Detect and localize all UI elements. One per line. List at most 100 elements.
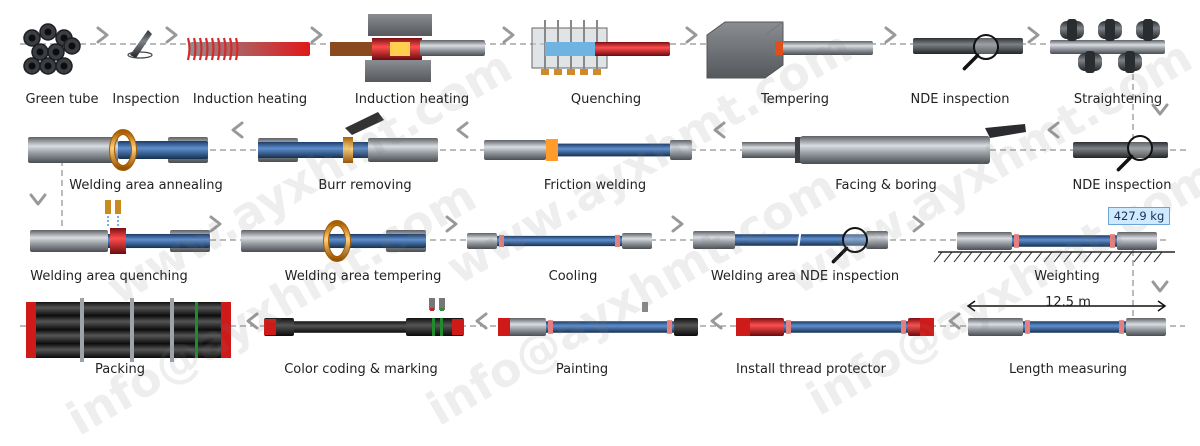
marking-protector-right (452, 319, 464, 335)
step-label-nde-inspection-2: NDE inspection (1072, 178, 1172, 193)
step-label-friction-welding: Friction welding (543, 178, 647, 193)
boring-bar (742, 142, 807, 158)
quench-hot-tube (590, 42, 670, 56)
packed-pipe (26, 302, 231, 316)
packed-pipe-color-band (195, 330, 198, 344)
weight-readout: 427.9 kg (1108, 207, 1170, 225)
flow-arrow-row3 (445, 215, 458, 233)
quench-cooled-section (545, 42, 595, 56)
weighing-pipe-right-joint (1117, 232, 1157, 250)
quench-weld-body (108, 234, 210, 248)
scale-hatch (1103, 251, 1113, 263)
flow-arrow-row1 (884, 26, 897, 44)
packed-pipe (26, 316, 231, 330)
marking-protector-left (264, 319, 276, 335)
nde-magnifier-2 (1127, 135, 1153, 161)
scale-hatch (1133, 251, 1143, 263)
green-tube-bore (44, 62, 52, 70)
packed-pipe-color-band (195, 302, 198, 316)
thread-protector-left (736, 318, 750, 336)
green-tube-bore (28, 62, 36, 70)
burr-pipe-body (258, 142, 368, 158)
annealing-pipe-left-joint (28, 137, 118, 163)
packed-pipe-protector-right (221, 330, 231, 344)
scale-hatch (953, 251, 963, 263)
painting-protector (498, 318, 510, 336)
cooling-pipe-body (497, 235, 622, 247)
protector-pipe-weld-right (901, 320, 906, 334)
green-tube-bore (52, 48, 60, 56)
straightening-roller-core (1125, 51, 1135, 73)
boring-cutter (985, 124, 1026, 138)
inspection-probe-base (127, 51, 153, 59)
scale-hatch (1033, 251, 1043, 263)
weld-nde-pipe-left-joint (693, 231, 735, 249)
scale-hatch (933, 251, 943, 263)
scale-hatch (1093, 251, 1103, 263)
weighing-pipe-left-joint (957, 232, 1012, 250)
step-label-inspection: Inspection (112, 92, 180, 107)
tempering-furnace (706, 21, 784, 79)
scale-hatch (1113, 251, 1123, 263)
scale-hatch (1013, 251, 1023, 263)
step-label-install-thread-protector: Install thread protector (736, 362, 886, 377)
forging-die-bottom (365, 60, 431, 82)
nde-tube-1 (913, 38, 1023, 54)
scale-hatch (1003, 251, 1013, 263)
flow-arrow-row4 (475, 312, 488, 330)
tempering-induction-ring-highlight (324, 221, 350, 261)
step-label-welding-area-nde-inspection: Welding area NDE inspection (710, 269, 900, 284)
weld-nde-pipe-body (735, 234, 866, 246)
length-pipe-weld-left (1025, 320, 1030, 334)
protector-pipe-weld-left (786, 320, 791, 334)
flow-arrow-row1 (502, 26, 515, 44)
step-label-welding-area-annealing: Welding area annealing (69, 178, 223, 193)
length-pipe-right-joint (1126, 318, 1166, 336)
tempering-furnace-edge (764, 21, 784, 36)
length-pipe-weld-right (1119, 320, 1124, 334)
straightening-tube (1050, 40, 1165, 54)
marking-nozzle-tip (440, 308, 444, 311)
weighing-pipe-body (1012, 235, 1117, 247)
quench-weld-pipe-left-joint (30, 230, 108, 252)
packed-pipe-protector-left (26, 316, 36, 330)
packing-strap (130, 298, 134, 362)
flow-arrow-row3 (209, 215, 222, 233)
temper-weld-body (326, 234, 426, 248)
step-label-burr-removing: Burr removing (318, 178, 412, 193)
flow-arrow-row2 (1047, 121, 1060, 139)
packed-pipe-protector-left (26, 302, 36, 316)
step-label-facing-boring: Facing & boring (835, 178, 937, 193)
temper-weld-pipe-left-joint (241, 230, 326, 252)
quench-nozzle-tip (593, 69, 601, 75)
quench-water-nozzle (115, 200, 121, 214)
painting-pipe-weld-left (548, 320, 553, 334)
scale-hatch (1123, 251, 1133, 263)
flow-arrow-row1 (310, 26, 323, 44)
burr-pipe-right-joint (368, 138, 438, 162)
cooling-pipe-weld-right (615, 234, 620, 248)
packed-pipe-protector-right (221, 344, 231, 358)
scale-hatch (1063, 251, 1073, 263)
packed-pipe-color-band (195, 344, 198, 358)
induction-coil-turn (198, 37, 203, 61)
burr-cutter-icon (345, 112, 384, 135)
boring-tool-joint (800, 136, 990, 164)
weld-nde-pipe-section-break (797, 232, 802, 248)
scale-hatch (1143, 251, 1153, 263)
friction-weld-pipe-right-joint (670, 140, 692, 160)
step-label-welding-area-quenching: Welding area quenching (30, 269, 188, 284)
step-label-welding-area-tempering: Welding area tempering (284, 269, 442, 284)
step-label-nde-inspection: NDE inspection (910, 92, 1010, 107)
process-diagram: www.ayxhmt.com www.ayxhmt.com www.ayxhmt… (20, 14, 1200, 446)
packed-pipe-protector-left (26, 330, 36, 344)
length-pipe-left-joint (968, 318, 1023, 336)
induction-coil-turn (186, 37, 191, 61)
green-tube-bore (36, 48, 44, 56)
straightening-roller-core (1085, 51, 1095, 73)
forging-stock-left (330, 42, 375, 56)
friction-weld-zone (546, 139, 558, 161)
flow-arrow-row3 (912, 215, 925, 233)
packed-pipe-color-band (195, 316, 198, 330)
packing-strap (80, 298, 84, 362)
